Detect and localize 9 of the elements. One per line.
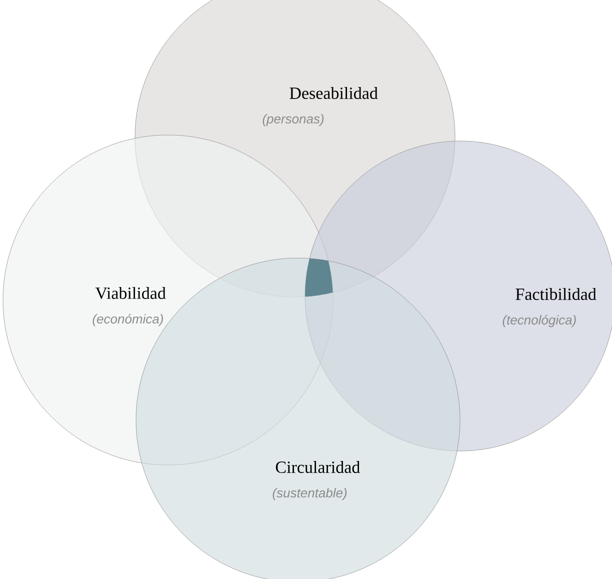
- circle-title: Factibilidad: [516, 288, 596, 300]
- circle-title: Viabilidad: [95, 286, 166, 300]
- circle-subtitle: (económica): [92, 314, 163, 326]
- circle-title: Circularidad: [276, 461, 360, 473]
- circle-subtitle: (sustentable): [272, 488, 347, 500]
- circle-subtitle: (tecnológica): [502, 314, 576, 328]
- circle-subtitle: (personas): [262, 114, 324, 126]
- venn-circle: [304, 140, 612, 452]
- circle-title: Deseabilidad: [290, 87, 378, 99]
